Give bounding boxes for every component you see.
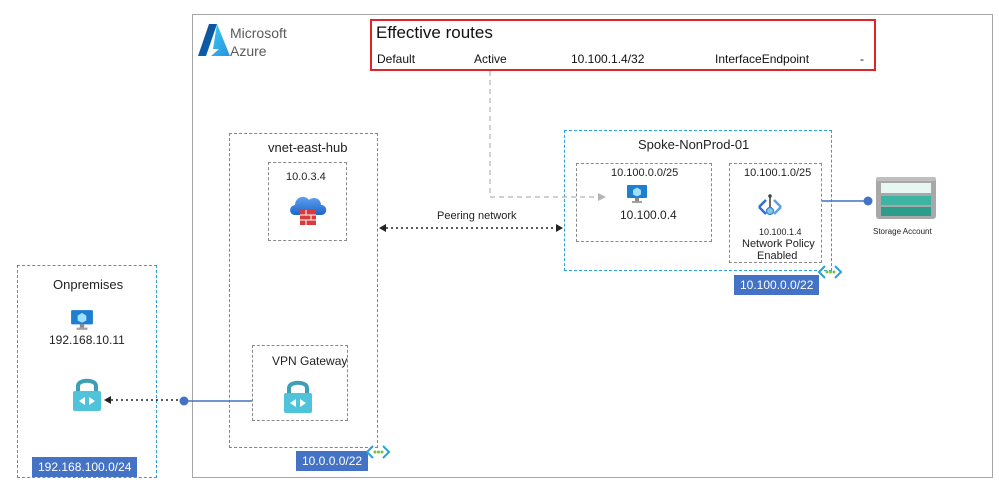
azure-logo: Microsoft Azure: [197, 22, 327, 62]
spoke-vm-ip: 10.100.0.4: [620, 208, 677, 222]
route-pointer-line: [489, 71, 598, 198]
hub-cidr-badge: 10.0.0.0/22: [296, 451, 369, 471]
spoke-subnet2-cidr: 10.100.1.0/25: [744, 167, 812, 179]
vpn-gateway-label: VPN Gateway: [272, 354, 348, 368]
spoke-vnet-icon: [817, 265, 843, 279]
vpn-gateway-subnet-box: [252, 345, 348, 421]
peering-arrow-left: [379, 224, 386, 232]
peering-arrow-right: [556, 224, 563, 232]
route-prefix: 10.100.1.4/32: [571, 52, 645, 66]
route-pointer-arrow: [598, 193, 606, 201]
hub-vnet-title: vnet-east-hub: [268, 140, 348, 155]
spoke-vm-icon: [627, 185, 647, 203]
spoke-cidr-badge: 10.100.0.0/22: [734, 275, 820, 295]
azure-brand-line2: Azure: [230, 43, 267, 59]
firewall-ip: 10.0.3.4: [286, 171, 326, 183]
private-endpoint-ip: 10.100.1.4: [759, 227, 802, 237]
firewall-icon: [290, 196, 327, 225]
onprem-vm-icon: [71, 310, 93, 330]
hub-vnet-icon: [365, 445, 391, 459]
onprem-title: Onpremises: [53, 277, 124, 292]
route-next-hop-type: InterfaceEndpoint: [715, 52, 810, 66]
private-endpoint-icon: [758, 194, 782, 216]
route-state: Active: [474, 52, 507, 66]
route-next-hop-ip: -: [860, 52, 864, 66]
azure-brand-line1: Microsoft: [230, 25, 287, 41]
spoke-vnet-title: Spoke-NonProd-01: [638, 137, 750, 152]
vpn-tunnel-arrow: [104, 396, 111, 404]
hub-vnet-box: [229, 133, 378, 448]
route-source: Default: [377, 52, 416, 66]
onprem-vm-ip: 192.168.10.11: [49, 333, 125, 347]
storage-account-icon: [876, 177, 936, 219]
effective-routes-title: Effective routes: [376, 23, 493, 42]
peering-label: Peering network: [437, 210, 517, 222]
spoke-subnet2-box: [729, 163, 822, 263]
vpn-gateway-lock-icon: [284, 380, 312, 413]
azure-logo-icon: [198, 24, 230, 56]
effective-routes-panel: Effective routes Default Active 10.100.1…: [370, 19, 876, 71]
firewall-subnet-box: [268, 162, 347, 241]
azure-frame: [192, 14, 993, 478]
spoke-subnet1-box: [576, 163, 712, 242]
network-policy-line1: Network Policy: [742, 238, 815, 250]
onprem-box: [17, 265, 157, 478]
onprem-cidr-badge: 192.168.100.0/24: [32, 457, 138, 477]
network-policy-line2: Enabled: [757, 250, 798, 262]
onprem-vpn-lock-icon: [73, 378, 101, 411]
storage-connection-dot: [863, 196, 873, 206]
spoke-subnet1-cidr: 10.100.0.0/25: [611, 167, 679, 179]
storage-account-label: Storage Account: [873, 227, 932, 236]
vpn-connection-dot: [179, 396, 189, 406]
